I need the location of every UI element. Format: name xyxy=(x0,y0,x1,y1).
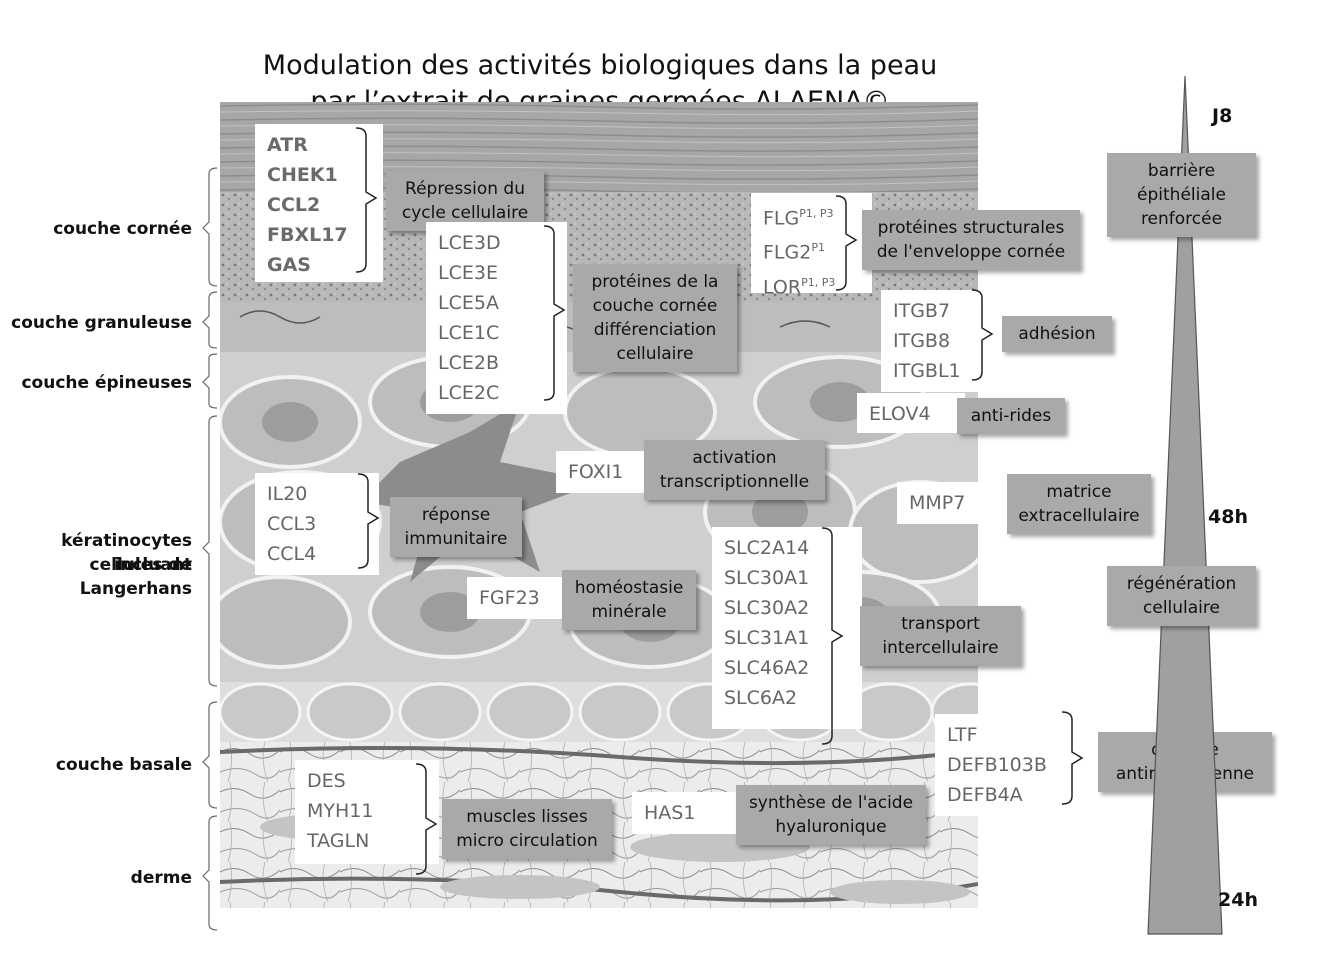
gene: FLGP1, P3 xyxy=(763,199,860,233)
gene-group-envelope: FLGP1, P3 FLG2P1 LORP1, P3 xyxy=(751,193,872,293)
gene-foxi1: FOXI1 xyxy=(556,451,652,493)
gene-group-adhesion: ITGB7 ITGB8 ITGBL1 xyxy=(881,290,993,392)
gene-group-muscle: DES MYH11 TAGLN xyxy=(295,760,439,864)
gene: SLC30A1 xyxy=(724,563,850,593)
gene: DES xyxy=(307,766,427,796)
gene: TAGLN xyxy=(307,826,427,856)
activity-cornified-layer-proteins: protéines de la couche cornée différenci… xyxy=(573,264,737,372)
gene: ITGBL1 xyxy=(893,356,981,386)
gene: SLC2A14 xyxy=(724,533,850,563)
gene: DEFB4A xyxy=(947,780,1065,810)
activity-anti-wrinkle: anti-rides xyxy=(957,398,1065,434)
layer-stratum-granulosum: couche granuleuse xyxy=(0,311,192,335)
gene: LCE2B xyxy=(438,348,555,378)
timeline-label-48h: 48h xyxy=(1208,506,1248,528)
timeline-label-24h: 24h xyxy=(1218,889,1258,911)
activity-intercellular-transport: transport intercellulaire xyxy=(860,606,1021,666)
gene-elov4: ELOV4 xyxy=(857,393,965,433)
layer-stratum-corneum: couche cornée xyxy=(0,217,192,241)
effect-cell-regeneration: régénération cellulaire xyxy=(1107,566,1256,626)
gene-group-antimicrobial: LTF DEFB103B DEFB4A xyxy=(935,714,1077,816)
activity-adhesion: adhésion xyxy=(1002,316,1112,352)
gene: LCE3E xyxy=(438,258,555,288)
gene: CCL4 xyxy=(267,539,367,569)
gene-group-lce: LCE3D LCE3E LCE5A LCE1C LCE2B LCE2C xyxy=(426,222,567,414)
gene: IL20 xyxy=(267,479,367,509)
gene: GAS xyxy=(267,250,371,280)
gene-group-immune: IL20 CCL3 CCL4 xyxy=(255,473,379,575)
gene: DEFB103B xyxy=(947,750,1065,780)
activity-smooth-muscle-microcirculation: muscles lisses micro circulation xyxy=(442,799,612,859)
gene: CCL2 xyxy=(267,190,371,220)
gene: CCL3 xyxy=(267,509,367,539)
title-line-1: Modulation des activités biologiques dan… xyxy=(200,48,1000,84)
gene: LCE2C xyxy=(438,378,555,408)
layer-langerhans: cellules de Langerhans xyxy=(0,553,192,601)
gene-has1: HAS1 xyxy=(632,792,736,834)
gene: ITGB7 xyxy=(893,296,981,326)
gene: LCE3D xyxy=(438,228,555,258)
gene: SLC31A1 xyxy=(724,623,850,653)
gene: MYH11 xyxy=(307,796,427,826)
gene: ITGB8 xyxy=(893,326,981,356)
gene-group-cell-cycle: ATR CHEK1 CCL2 FBXL17 GAS xyxy=(255,124,383,282)
gene: LORP1, P3 xyxy=(763,268,860,302)
gene: SLC46A2 xyxy=(724,653,850,683)
layer-stratum-spinosum: couche épineuses xyxy=(0,371,192,395)
gene-mmp7: MMP7 xyxy=(897,482,1007,524)
timeline-label-j8: J8 xyxy=(1212,105,1232,127)
layer-brackets xyxy=(195,160,225,940)
gene-fgf23: FGF23 xyxy=(467,577,573,619)
gene: LTF xyxy=(947,720,1065,750)
gene: SLC30A2 xyxy=(724,593,850,623)
gene: LCE1C xyxy=(438,318,555,348)
gene: ATR xyxy=(267,130,371,160)
gene: SLC6A2 xyxy=(724,683,850,713)
gene: CHEK1 xyxy=(267,160,371,190)
gene-group-transport: SLC2A14 SLC30A1 SLC30A2 SLC31A1 SLC46A2 … xyxy=(712,527,862,729)
effect-reinforced-barrier: barrière épithéliale renforcée xyxy=(1107,153,1256,237)
layer-dermis: derme xyxy=(0,866,192,890)
activity-envelope-structural-proteins: protéines structurales de l'enveloppe co… xyxy=(862,210,1080,270)
activity-transcriptional-activation: activation transcriptionnelle xyxy=(644,440,825,500)
activity-hyaluronic-acid-synthesis: synthèse de l'acide hyaluronique xyxy=(736,785,926,845)
activity-immune-response: réponse immunitaire xyxy=(390,497,522,557)
gene: FBXL17 xyxy=(267,220,371,250)
gene: LCE5A xyxy=(438,288,555,318)
gene: FLG2P1 xyxy=(763,233,860,267)
layer-stratum-basale: couche basale xyxy=(0,753,192,777)
activity-mineral-homeostasis: homéostasie minérale xyxy=(562,570,696,630)
